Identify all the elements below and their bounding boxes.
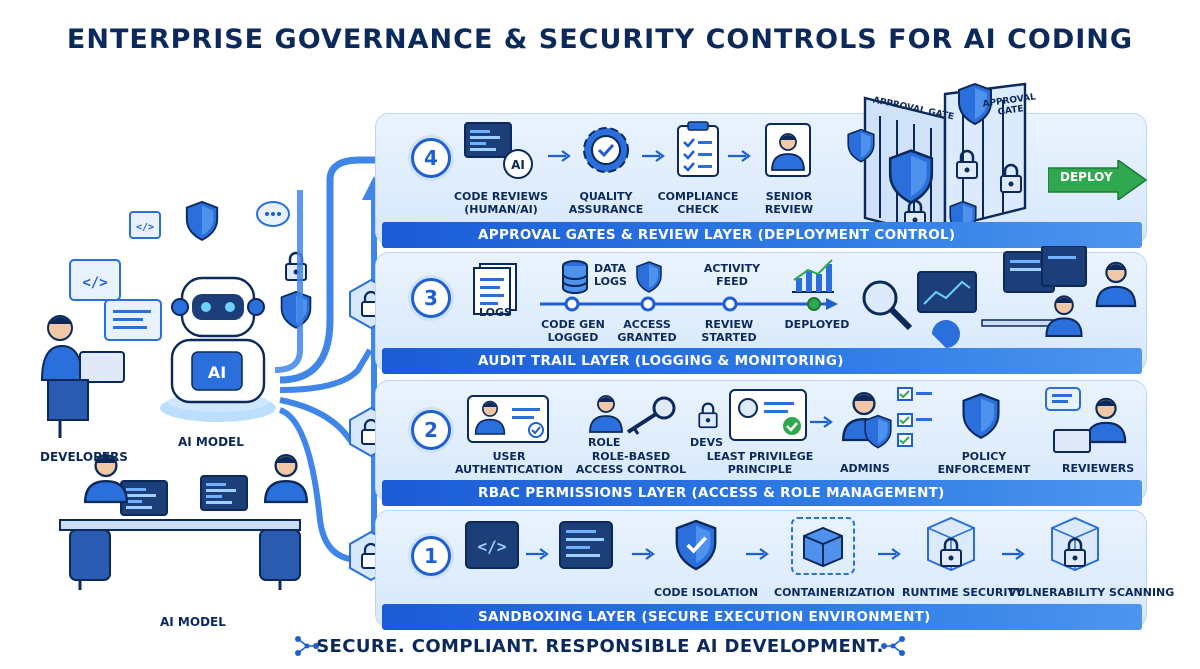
timeline: [540, 296, 838, 312]
timeline-review: REVIEW STARTED: [701, 318, 757, 344]
code-review-icon: AI: [464, 122, 533, 179]
arrow-icon: [878, 548, 901, 560]
rbac-admins: ADMINS: [840, 462, 890, 475]
timeline-access: ACCESS GRANTED: [617, 318, 677, 344]
shield-icon: [636, 261, 662, 293]
layer4-item-quality: QUALITY ASSURANCE: [568, 190, 644, 216]
bar-chart-icon: [792, 259, 834, 293]
sandbox-runtime-security: RUNTIME SECURITY: [902, 586, 1023, 599]
svg-text:</>: </>: [136, 222, 154, 233]
layer-3-banner: AUDIT TRAIL LAYER (LOGGING & MONITORING): [382, 348, 1142, 374]
layer-2-number: 2: [411, 410, 451, 450]
sandbox-containerization: CONTAINERIZATION: [774, 586, 895, 599]
svg-text:</>: </>: [478, 537, 507, 556]
magnifier-icon: [862, 280, 913, 331]
layer-4-banner: APPROVAL GATES & REVIEW LAYER (DEPLOYMEN…: [382, 222, 1142, 248]
network-icon: [881, 636, 905, 656]
code-window-icon: </>: [465, 521, 519, 569]
robot-badge: AI: [208, 363, 226, 382]
arrow-icon: [642, 150, 665, 162]
arrow-icon: [810, 416, 833, 428]
arrow-icon: [1002, 548, 1025, 560]
rbac-role: ROLE: [588, 436, 621, 449]
container-icon: [791, 517, 855, 575]
layer-2-banner: RBAC PERMISSIONS LAYER (ACCESS & ROLE MA…: [382, 480, 1142, 506]
privilege-card-icon: [729, 389, 807, 441]
rbac-devs: DEVS: [690, 436, 724, 449]
timeline-deployed: DEPLOYED: [784, 318, 850, 331]
role-person-icon: [589, 395, 623, 433]
approval-gates: [847, 82, 1027, 240]
activity-feed-label: ACTIVITY FEED: [703, 262, 761, 288]
logs-icon: [473, 263, 517, 315]
monitoring-station: [917, 246, 1137, 348]
admin-icon: [842, 387, 932, 449]
id-card-icon: [467, 395, 549, 443]
svg-text:</>: </>: [82, 275, 107, 291]
rbac-reviewers: REVIEWERS: [1062, 462, 1135, 475]
arrow-icon: [526, 548, 549, 560]
scan-cube-icon: [1051, 516, 1099, 572]
sandbox-code-isolation: CODE ISOLATION: [654, 586, 759, 599]
deploy-button-label: DEPLOY: [1060, 170, 1113, 184]
arrow-icon: [632, 548, 655, 560]
ai-badge-text: AI: [511, 158, 525, 172]
layer4-item-senior: SENIOR REVIEW: [764, 190, 814, 216]
sandbox-vulnerability: VULNERABILITY SCANNING: [1008, 586, 1175, 599]
team-label: AI MODEL: [160, 615, 226, 629]
developers-label: DEVELOPERS: [40, 450, 128, 464]
layer-1-number: 1: [411, 536, 451, 576]
senior-review-icon: [765, 123, 811, 177]
layer4-item-code-reviews: CODE REVIEWS (HUMAN/AI): [453, 190, 549, 216]
timeline-code-gen: CODE GEN LOGGED: [541, 318, 605, 344]
layer-1-banner: SANDBOXING LAYER (SECURE EXECUTION ENVIR…: [382, 604, 1142, 630]
arrow-icon: [548, 150, 571, 162]
rbac-user-auth: USER AUTHENTICATION: [454, 450, 564, 476]
logs-label: LOGS: [479, 306, 512, 319]
layer4-item-compliance: COMPLIANCE CHECK: [657, 190, 739, 216]
deploy-arrow: [1048, 160, 1148, 200]
rbac-policy: POLICY ENFORCEMENT: [937, 450, 1031, 476]
network-icon: [295, 636, 319, 656]
terminal-icon: [559, 521, 613, 569]
ai-model-label: AI MODEL: [178, 435, 244, 449]
rbac-least-privilege: LEAST PRIVILEGE PRINCIPLE: [706, 450, 814, 476]
arrow-icon: [728, 150, 751, 162]
key-icon: [626, 396, 676, 435]
gear-icon: [583, 127, 629, 173]
layer-3-number: 3: [411, 278, 451, 318]
page-title: ENTERPRISE GOVERNANCE & SECURITY CONTROL…: [66, 24, 1134, 55]
isolation-shield-icon: [675, 519, 717, 571]
arrow-icon: [746, 548, 769, 560]
rbac-access-control: ROLE-BASED ACCESS CONTROL: [575, 450, 687, 476]
policy-shield-icon: [962, 393, 1000, 439]
database-icon: [562, 260, 588, 294]
lock-icon: [698, 402, 718, 429]
layer-4-number: 4: [411, 138, 451, 178]
clipboard-icon: [677, 121, 719, 177]
footer-tagline: SECURE. COMPLIANT. RESPONSIBLE AI DEVELO…: [316, 636, 884, 657]
reviewer-icon: [1045, 387, 1127, 453]
runtime-cube-icon: [927, 516, 975, 572]
data-logs-label: DATA LOGS: [594, 262, 627, 288]
left-illustration: </> </> AI: [40, 190, 312, 590]
